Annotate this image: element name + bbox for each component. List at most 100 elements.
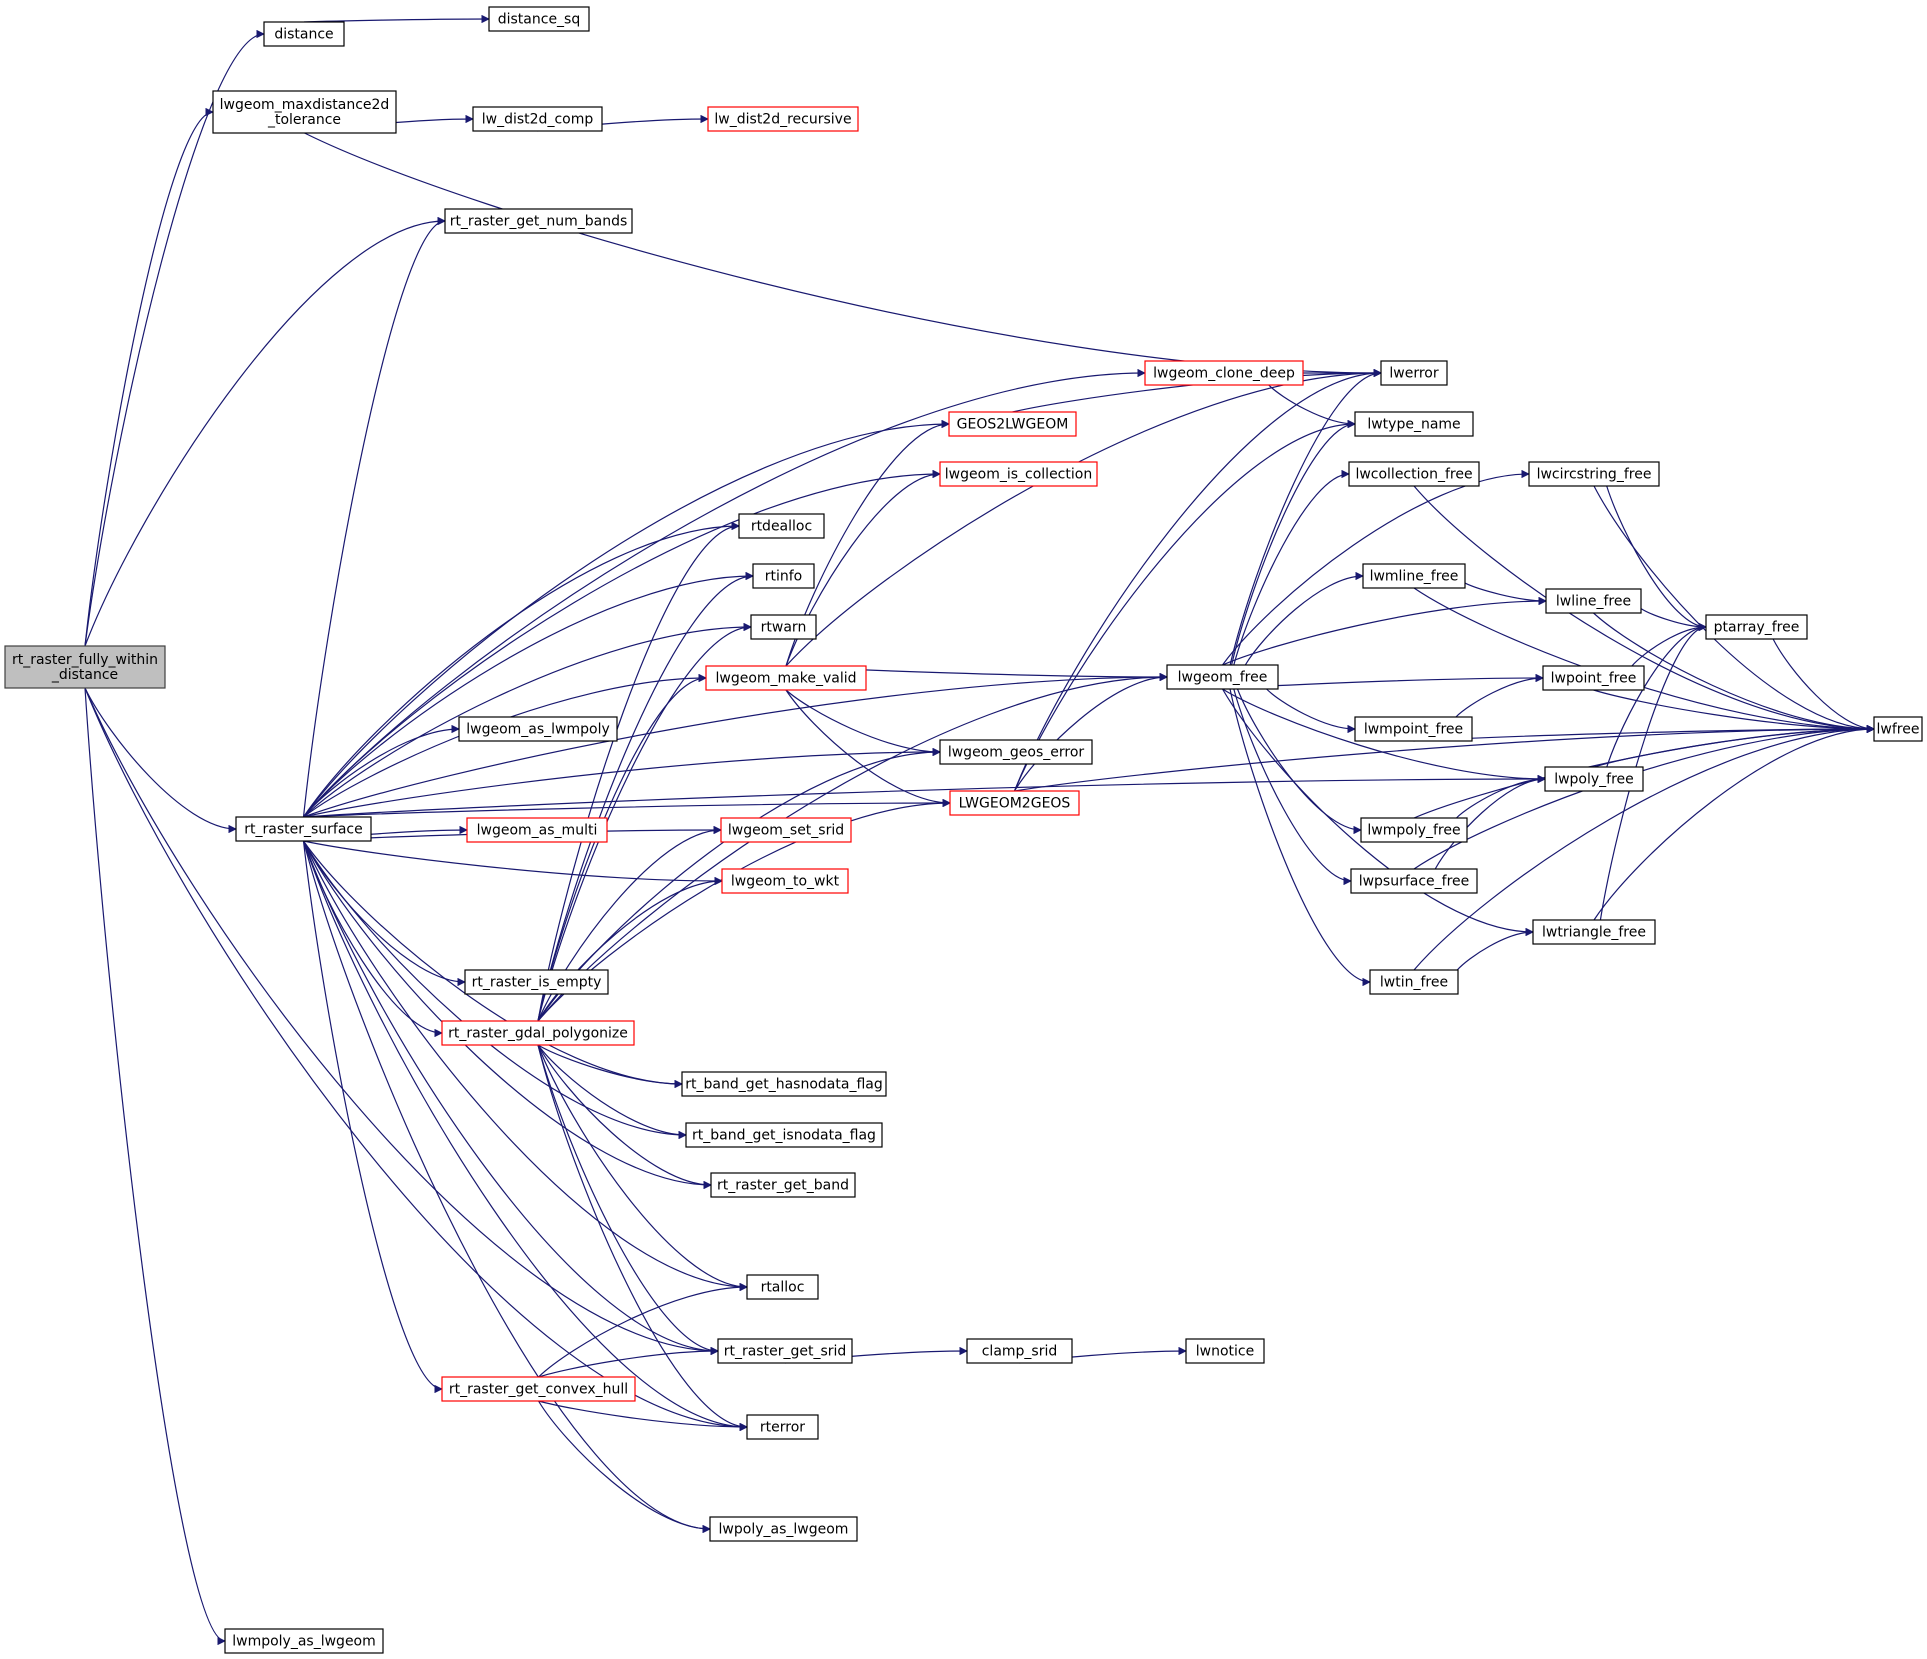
node-surface[interactable]: rt_raster_surface <box>235 816 372 842</box>
node-label: rtinfo <box>765 569 803 585</box>
node-box <box>263 21 345 47</box>
edge-polygonize-to-make_valid <box>537 673 707 1022</box>
edge-line <box>1013 368 1382 792</box>
edge-surface-to-lwgeom_free <box>303 672 1168 818</box>
node-lwnotice[interactable]: lwnotice <box>1185 1338 1265 1364</box>
edge-surface-to-lw2geos <box>303 798 951 818</box>
edge-line <box>1221 688 1534 937</box>
node-label: lwgeom_free <box>1178 670 1268 686</box>
node-label: distance <box>274 27 333 43</box>
edge-lwmpoint_free-to-lwpoint_free <box>1455 673 1544 718</box>
node-box <box>939 739 1093 765</box>
node-lwgeom_free[interactable]: lwgeom_free <box>1166 664 1279 690</box>
edge-line <box>537 673 707 1022</box>
node-lwtin_free[interactable]: lwtin_free <box>1369 969 1459 995</box>
node-rtalloc[interactable]: rtalloc <box>746 1274 819 1300</box>
node-lwtype_name[interactable]: lwtype_name <box>1354 411 1474 437</box>
node-clone_deep[interactable]: lwgeom_clone_deep <box>1144 360 1304 386</box>
node-clamp_srid[interactable]: clamp_srid <box>966 1338 1073 1364</box>
node-label: _distance <box>51 667 118 683</box>
node-mpoly_as_lwgeom[interactable]: lwmpoly_as_lwgeom <box>224 1628 384 1654</box>
node-convex_hull[interactable]: rt_raster_get_convex_hull <box>441 1376 636 1402</box>
node-as_lwmpoly[interactable]: lwgeom_as_lwmpoly <box>458 716 618 742</box>
edge-line <box>538 1282 748 1378</box>
edge-line <box>303 521 740 818</box>
edge-line <box>537 1044 683 1089</box>
node-label: rt_raster_get_band <box>717 1178 849 1194</box>
node-lwmline_free[interactable]: lwmline_free <box>1362 563 1466 589</box>
edge-line <box>1012 368 1382 413</box>
edge-lw2geos-to-lwerror <box>1013 368 1382 792</box>
edge-line <box>1606 485 1707 632</box>
node-get_band[interactable]: rt_raster_get_band <box>710 1172 856 1198</box>
edge-line <box>1233 688 1352 886</box>
node-lwcircstring_free[interactable]: lwcircstring_free <box>1528 461 1660 487</box>
node-ptarray_free[interactable]: ptarray_free <box>1705 614 1808 640</box>
edge-lwtriangle_free-to-lwfree <box>1593 724 1875 921</box>
node-lwtriangle_free[interactable]: lwtriangle_free <box>1532 919 1656 945</box>
node-maxdist[interactable]: lwgeom_maxdistance2d_tolerance <box>212 90 397 134</box>
node-label: rtdealloc <box>751 519 812 535</box>
node-polygonize[interactable]: rt_raster_gdal_polygonize <box>441 1020 635 1046</box>
node-lwerror[interactable]: lwerror <box>1380 360 1448 386</box>
node-label: rt_raster_get_convex_hull <box>449 1382 628 1398</box>
node-box <box>710 1172 856 1198</box>
edge-make_valid-to-lwerror <box>785 368 1382 667</box>
edge-line <box>1593 689 1875 734</box>
edge-surface-to-rtalloc <box>302 840 748 1292</box>
node-lwmpoint_free[interactable]: lwmpoint_free <box>1354 716 1473 742</box>
edge-surface-to-get_srid <box>302 840 719 1356</box>
node-dist2d_rec[interactable]: lw_dist2d_recursive <box>707 106 859 132</box>
node-root[interactable]: rt_raster_fully_within_distance <box>4 645 166 689</box>
node-rterror[interactable]: rterror <box>746 1414 819 1440</box>
node-label: rt_raster_gdal_polygonize <box>448 1026 628 1042</box>
node-box <box>750 614 817 640</box>
node-label: rt_raster_get_num_bands <box>450 214 628 230</box>
node-hasnodata[interactable]: rt_band_get_hasnodata_flag <box>681 1071 887 1097</box>
node-lwcollection_free[interactable]: lwcollection_free <box>1348 461 1480 487</box>
node-poly_as_lwgeom[interactable]: lwpoly_as_lwgeom <box>709 1516 858 1542</box>
node-lwpoint_free[interactable]: lwpoint_free <box>1542 665 1645 691</box>
node-box <box>685 1122 883 1148</box>
node-is_collection[interactable]: lwgeom_is_collection <box>939 461 1098 487</box>
node-label: ptarray_free <box>1714 620 1800 636</box>
node-box <box>1369 969 1459 995</box>
edge-line <box>785 368 1382 667</box>
edge-line <box>302 840 711 1534</box>
node-as_multi[interactable]: lwgeom_as_multi <box>466 817 608 843</box>
node-box <box>1354 411 1474 437</box>
node-label: lwerror <box>1389 366 1438 382</box>
node-label: lwline_free <box>1556 594 1631 610</box>
node-box <box>1545 588 1642 614</box>
node-make_valid[interactable]: lwgeom_make_valid <box>705 665 867 691</box>
node-geos_error[interactable]: lwgeom_geos_error <box>939 739 1093 765</box>
node-is_empty[interactable]: rt_raster_is_empty <box>464 969 609 995</box>
edge-line <box>84 29 265 647</box>
edge-lwgeom_free-to-lwcircstring_free <box>1222 469 1530 666</box>
node-to_wkt[interactable]: lwgeom_to_wkt <box>721 868 849 894</box>
node-lwline_free[interactable]: lwline_free <box>1545 588 1642 614</box>
node-box <box>1360 817 1468 843</box>
node-rtwarn[interactable]: rtwarn <box>750 614 817 640</box>
node-lwfree[interactable]: lwfree <box>1873 716 1923 742</box>
node-num_bands[interactable]: rt_raster_get_num_bands <box>444 208 633 234</box>
node-isnodata[interactable]: rt_band_get_isnodata_flag <box>685 1122 883 1148</box>
node-geos2lw[interactable]: GEOS2LWGEOM <box>948 411 1077 437</box>
edge-lwgeom_free-to-lwtin_free <box>1229 688 1371 987</box>
node-rtinfo[interactable]: rtinfo <box>752 563 815 589</box>
node-dist2d_comp[interactable]: lw_dist2d_comp <box>472 106 603 132</box>
node-lwmpoly_free[interactable]: lwmpoly_free <box>1360 817 1468 843</box>
edge-polygonize-to-rtdealloc <box>537 521 740 1022</box>
node-rtdealloc[interactable]: rtdealloc <box>738 513 825 539</box>
node-lw2geos[interactable]: LWGEOM2GEOS <box>949 790 1080 816</box>
node-lwpoly_free[interactable]: lwpoly_free <box>1544 766 1644 792</box>
node-distance[interactable]: distance <box>263 21 345 47</box>
node-set_srid[interactable]: lwgeom_set_srid <box>720 817 852 843</box>
node-distance_sq[interactable]: distance_sq <box>488 6 590 32</box>
node-box <box>1144 360 1304 386</box>
node-label: rtwarn <box>761 620 807 636</box>
node-get_srid[interactable]: rt_raster_get_srid <box>717 1338 853 1364</box>
edge-line <box>302 840 712 1190</box>
edge-surface-to-convex_hull <box>302 840 443 1394</box>
node-lwpsurface_free[interactable]: lwpsurface_free <box>1350 868 1478 894</box>
